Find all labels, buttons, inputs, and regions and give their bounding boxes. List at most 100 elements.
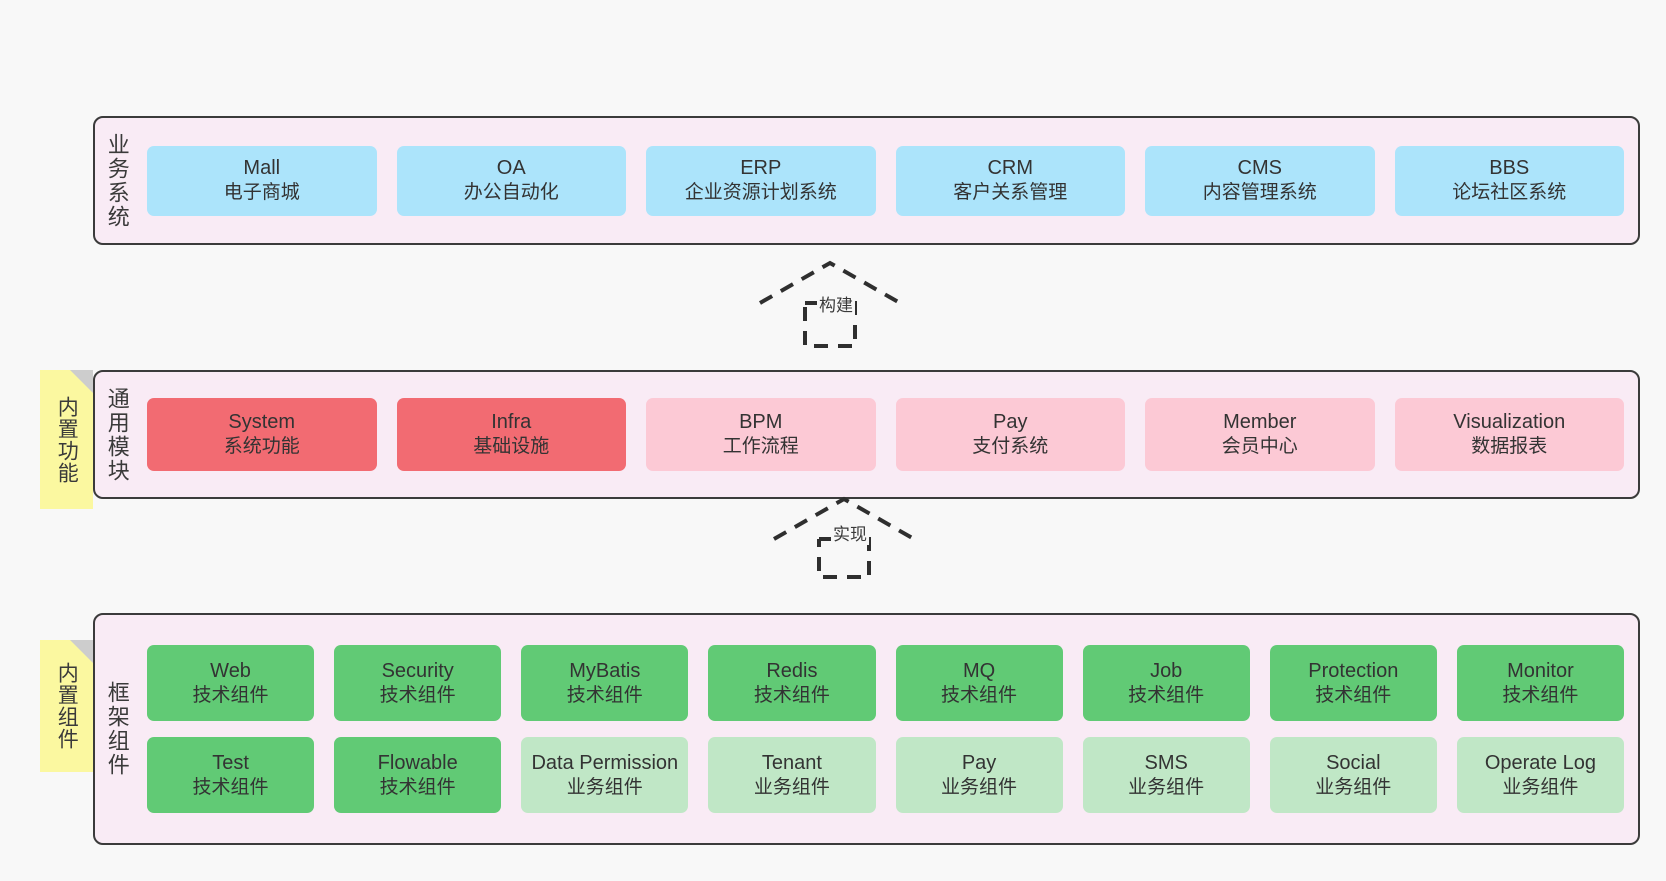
cell-subtitle: 数据报表 xyxy=(1471,436,1548,458)
cell-title: OA xyxy=(496,157,526,180)
cell-subtitle: 业务组件 xyxy=(1128,776,1205,798)
cell-subtitle: 会员中心 xyxy=(1221,436,1298,458)
cell-subtitle: 工作流程 xyxy=(722,436,799,458)
cell-title: Social xyxy=(1326,751,1381,774)
sticky-note-builtin-features: 内置功能 xyxy=(40,370,93,509)
cell-title: Test xyxy=(212,751,249,774)
cell-subtitle: 支付系统 xyxy=(972,436,1049,458)
page-fold-corner-icon xyxy=(70,640,93,663)
cell-title: BPM xyxy=(739,411,783,434)
cell-subtitle: 内容管理系统 xyxy=(1202,182,1317,204)
cell-subtitle: 技术组件 xyxy=(379,684,456,706)
cell-title: Pay xyxy=(961,751,997,774)
cell-subtitle: 电子商城 xyxy=(223,182,300,204)
cell-subtitle: 论坛社区系统 xyxy=(1452,182,1567,204)
cell-subtitle: 技术组件 xyxy=(753,684,830,706)
cell-title: Job xyxy=(1150,659,1183,682)
cell-subtitle: 技术组件 xyxy=(1315,684,1392,706)
cell-title: MyBatis xyxy=(569,659,641,682)
band-label-business: 业务系统 xyxy=(104,132,130,229)
arrow-label-build: 构建 xyxy=(817,291,855,316)
band-label-common: 通用模块 xyxy=(104,386,130,483)
cell-subtitle: 技术组件 xyxy=(192,776,269,798)
sticky-note-label-framework: 内置组件 xyxy=(55,662,79,750)
cell-title: Tenant xyxy=(761,751,822,774)
cell-subtitle: 技术组件 xyxy=(1128,684,1205,706)
band-label-framework: 框架组件 xyxy=(104,681,130,777)
arrowhead-triangle xyxy=(759,260,901,305)
cell-title: Member xyxy=(1223,411,1297,434)
sticky-note-label-common: 内置功能 xyxy=(55,395,79,484)
cell-subtitle: 技术组件 xyxy=(941,684,1018,706)
cell-title: BBS xyxy=(1489,157,1530,180)
cell-subtitle: 技术组件 xyxy=(192,684,269,706)
cell-subtitle: 技术组件 xyxy=(1502,684,1579,706)
cell-subtitle: 业务组件 xyxy=(566,776,643,798)
cell-subtitle: 客户关系管理 xyxy=(953,182,1068,204)
cell-subtitle: 技术组件 xyxy=(566,684,643,706)
generalization-arrow-implement: 实现 xyxy=(769,494,919,579)
cell-title: Security xyxy=(381,659,454,682)
cell-subtitle: 业务组件 xyxy=(941,776,1018,798)
cell-title: Data Permission xyxy=(531,751,679,774)
cell-subtitle: 业务组件 xyxy=(1502,776,1579,798)
cell-subtitle: 基础设施 xyxy=(473,436,550,458)
cell-title: CRM xyxy=(987,157,1034,180)
arrowhead-triangle xyxy=(773,496,915,541)
cell-title: CMS xyxy=(1237,157,1282,180)
sticky-note-builtin-components: 内置组件 xyxy=(40,640,93,772)
cell-title: Redis xyxy=(766,659,818,682)
generalization-arrow-build: 构建 xyxy=(755,258,905,348)
cell-title: Visualization xyxy=(1453,411,1566,434)
arrow-label-implement: 实现 xyxy=(831,520,869,545)
page-fold-corner-icon xyxy=(70,370,93,393)
cell-title: System xyxy=(228,411,296,434)
cell-subtitle: 技术组件 xyxy=(379,776,456,798)
cell-title: Protection xyxy=(1308,659,1399,682)
cell-title: Infra xyxy=(491,411,532,434)
cell-subtitle: 业务组件 xyxy=(1315,776,1392,798)
cell-title: Operate Log xyxy=(1484,751,1597,774)
cell-subtitle: 业务组件 xyxy=(753,776,830,798)
cell-title: Web xyxy=(210,659,251,682)
cell-subtitle: 企业资源计划系统 xyxy=(684,182,837,204)
